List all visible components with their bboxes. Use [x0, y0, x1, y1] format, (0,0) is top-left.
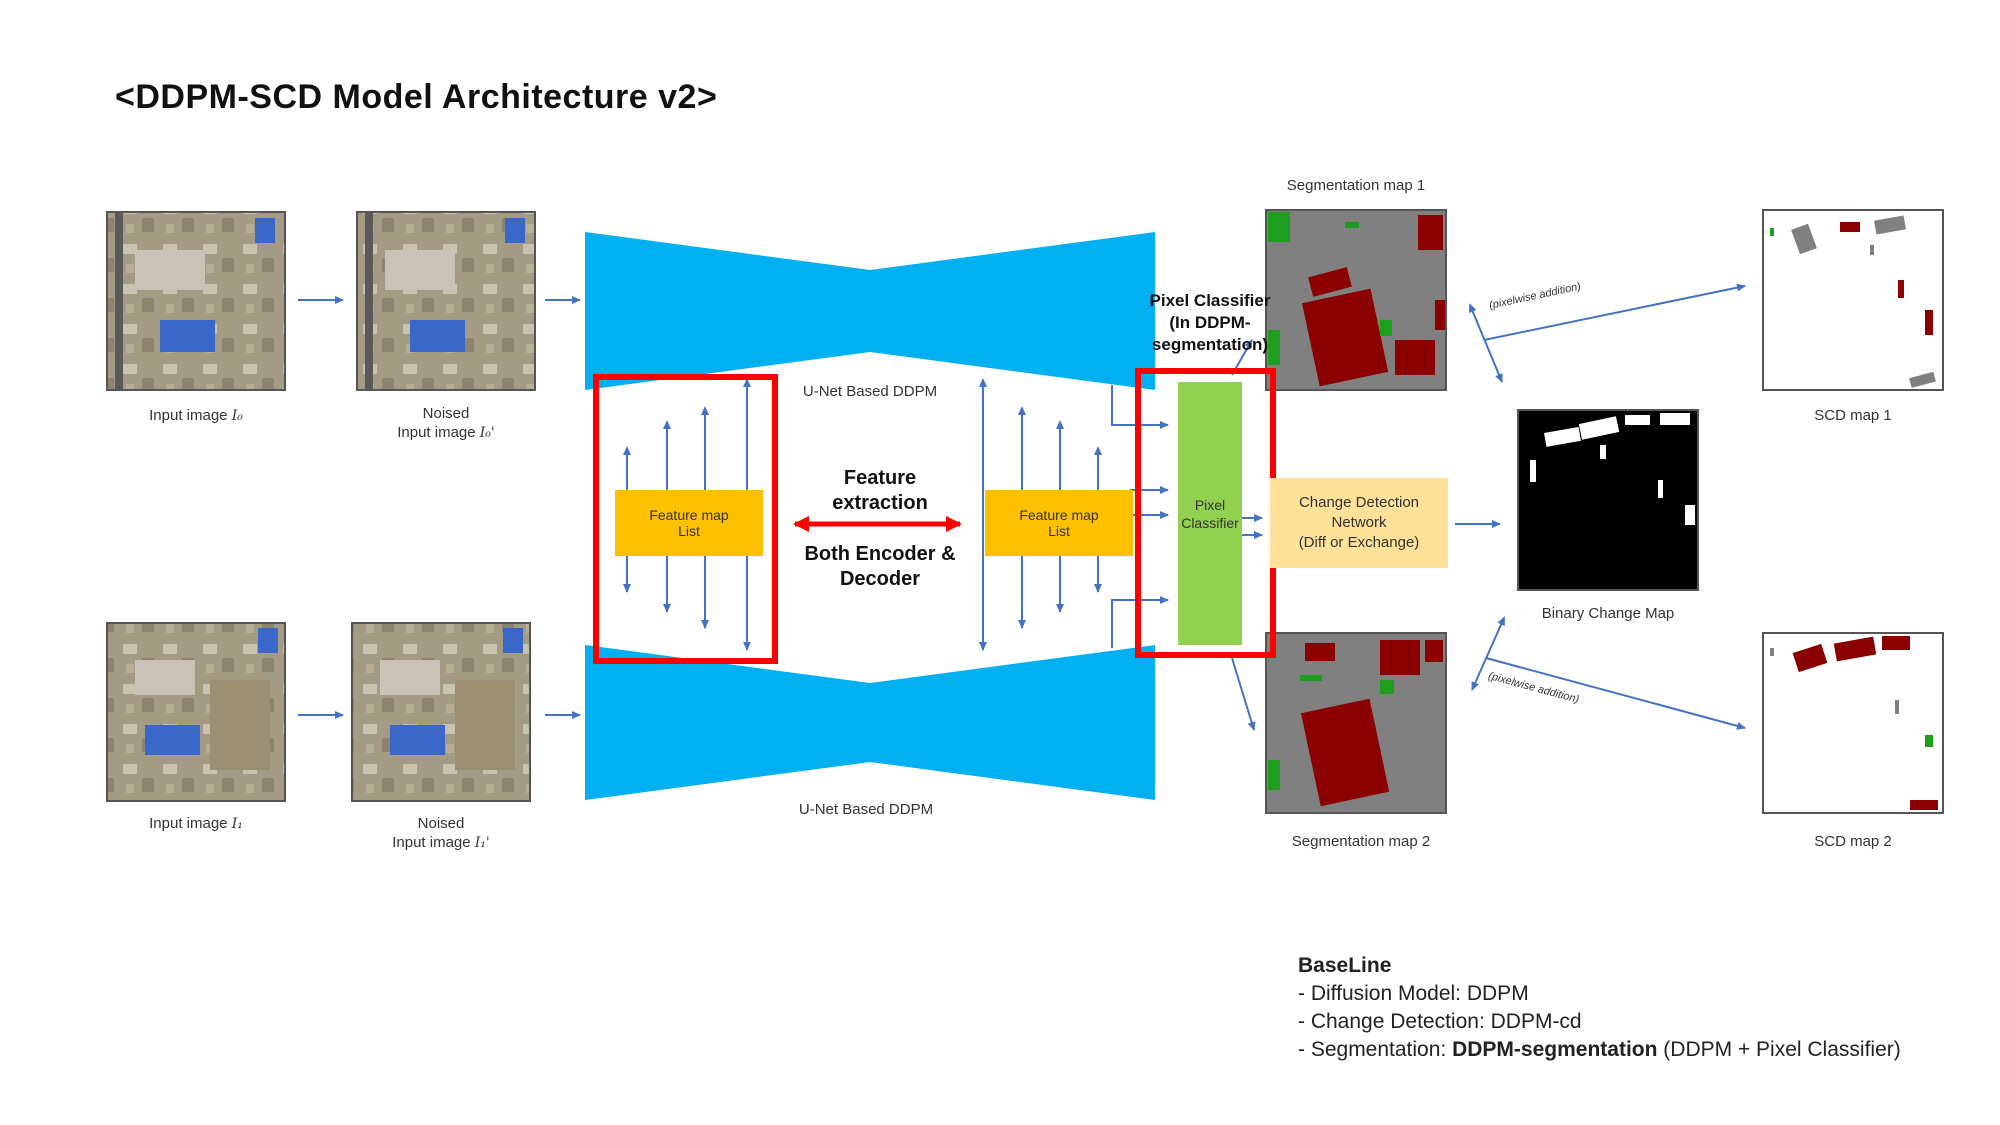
segmentation-map-2-caption: Segmentation map 2 — [1291, 833, 1431, 850]
baseline-item-2: - Change Detection: DDPM-cd — [1298, 1010, 1582, 1033]
noised-image-1 — [352, 623, 530, 801]
encoder-decoder-label: Both Encoder & Decoder — [804, 543, 956, 590]
segmentation-map-1-caption: Segmentation map 1 — [1286, 177, 1426, 194]
page-title: <DDPM-SCD Model Architecture v2> — [115, 78, 718, 116]
input-image-0 — [107, 212, 285, 390]
scd-map-2-caption: SCD map 2 — [1814, 833, 1892, 850]
pixel-classifier-heading: Pixel Classifier (In DDPM- segmentation) — [1149, 291, 1271, 354]
scd-map-1 — [1762, 209, 1944, 391]
binary-change-map-caption: Binary Change Map — [1541, 605, 1675, 622]
noised-image-0-caption: Noised Input image I₀' — [397, 405, 495, 441]
baseline-item-1: - Diffusion Model: DDPM — [1298, 982, 1529, 1005]
noised-image-0 — [357, 212, 535, 390]
segmentation-map-1 — [1265, 209, 1447, 391]
input-image-0-caption: Input image I₀ — [149, 407, 243, 424]
scd-map-2 — [1762, 632, 1944, 814]
encoder-feature-highlight — [593, 374, 778, 664]
binary-change-map — [1517, 409, 1699, 591]
unet-top-shape — [585, 232, 1155, 390]
unet-top-label: U-Net Based DDPM — [802, 383, 938, 400]
unet-bottom-shape — [585, 645, 1155, 800]
segmentation-map-2 — [1265, 632, 1447, 814]
scd-map-1-caption: SCD map 1 — [1814, 407, 1892, 424]
baseline-notes: BaseLine - Diffusion Model: DDPM - Chang… — [1298, 952, 1901, 1064]
noised-image-1-caption: Noised Input image I₁' — [392, 815, 490, 851]
baseline-item-3: - Segmentation: DDPM-segmentation (DDPM … — [1298, 1038, 1901, 1061]
feature-extraction-label: Feature extraction — [832, 467, 928, 514]
baseline-heading: BaseLine — [1298, 954, 1392, 977]
input-image-1-caption: Input image I₁ — [149, 815, 243, 832]
unet-bottom-label: U-Net Based DDPM — [798, 801, 934, 818]
input-image-1 — [107, 623, 285, 801]
